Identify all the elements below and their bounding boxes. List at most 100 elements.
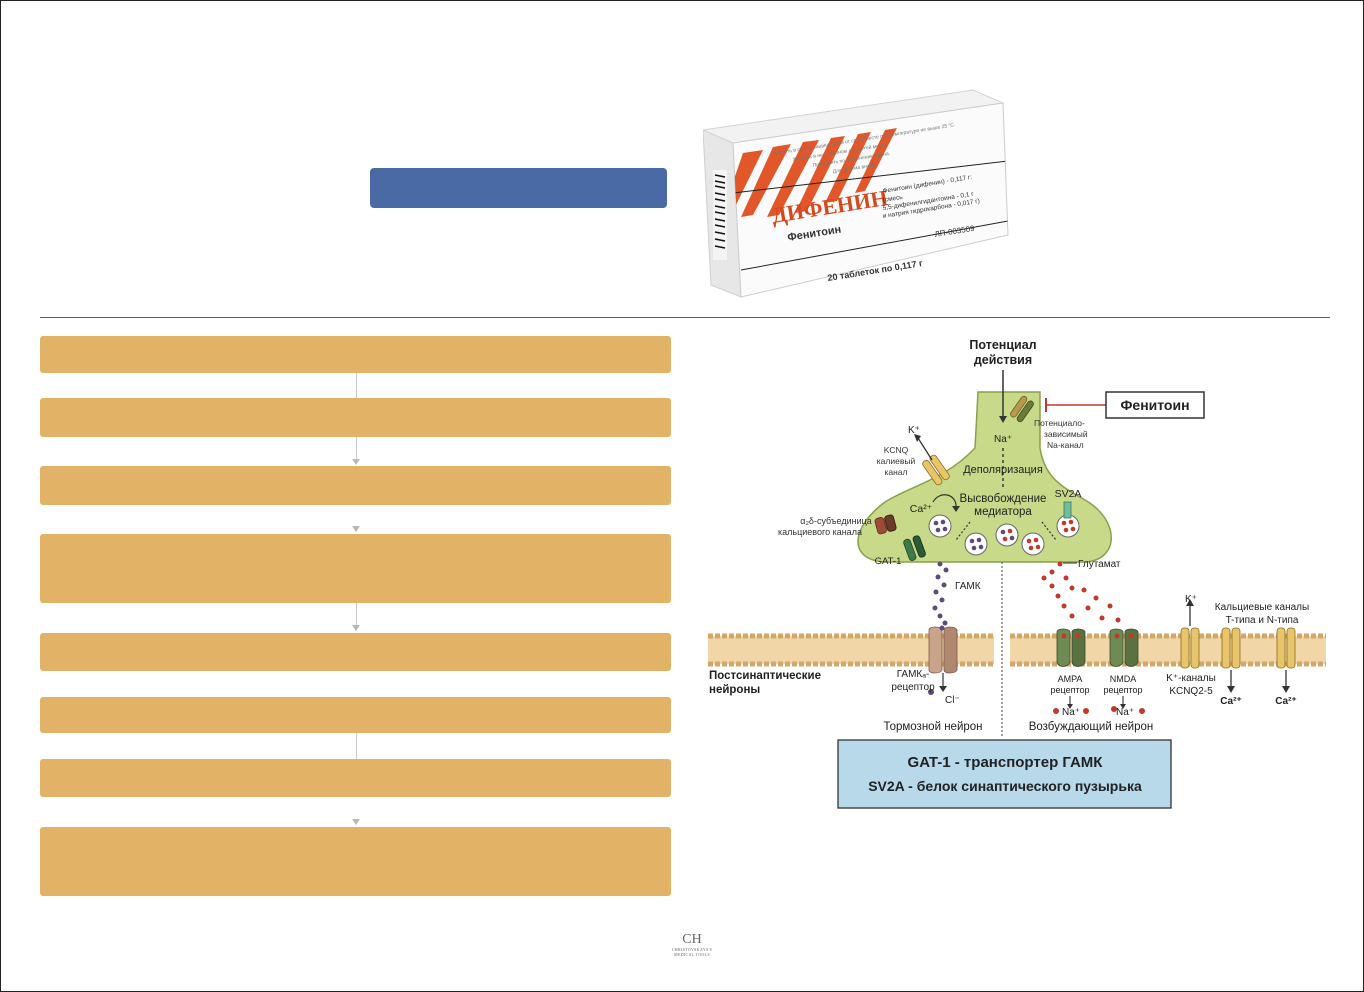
na-ion-dot xyxy=(1139,708,1145,714)
ampa-label: AMPA xyxy=(1058,674,1083,684)
release-label: Высвобождение xyxy=(960,493,1047,505)
ca-ion-label: Ca²⁺ xyxy=(910,503,933,515)
flow-connector xyxy=(356,437,357,459)
na-plus-label: Na⁺ xyxy=(1116,707,1134,718)
vesicle-gaba xyxy=(964,532,988,556)
excitatory-neuron-label: Возбуждающий нейрон xyxy=(1029,721,1154,733)
arrowhead xyxy=(1186,599,1194,606)
ca-channels-label: T-типа и N-типа xyxy=(1226,615,1299,626)
glutamate-label: Глутамат xyxy=(1078,559,1121,570)
ca-channels-label: Кальциевые каналы xyxy=(1215,602,1309,613)
na-channel-label: Na-канал xyxy=(1047,440,1084,450)
cl-ion-dot xyxy=(928,689,934,695)
k-channels-label: K⁺-каналы xyxy=(1166,673,1216,684)
flow-arrow xyxy=(352,819,360,825)
na-ion-dot xyxy=(1053,708,1059,714)
na-plus-label: Na⁺ xyxy=(1062,707,1080,718)
vesicle-gaba xyxy=(928,514,952,538)
nmda-label: рецептор xyxy=(1104,685,1143,695)
ca-plus-label: Ca²⁺ xyxy=(1275,696,1296,707)
na-channel-icon xyxy=(1010,395,1034,423)
flow-connector xyxy=(356,733,357,759)
flow-step-5 xyxy=(40,633,671,671)
phenytoin-box xyxy=(1105,391,1205,419)
flow-arrow xyxy=(352,625,360,631)
sv2a-label: SV2A xyxy=(1055,488,1082,500)
presynaptic-terminal xyxy=(857,391,1112,563)
arrowhead xyxy=(1227,686,1235,693)
kcnq-label: калиевый xyxy=(877,456,916,466)
arrowhead xyxy=(1120,704,1126,709)
flow-step-7 xyxy=(40,759,671,797)
flow-step-3 xyxy=(40,466,671,505)
postsynaptic-label: Постсинаптические xyxy=(709,670,821,682)
brand-logo: CH CHRISTOVSKAYA'S MEDICAL TOOLS xyxy=(665,932,719,958)
vesicle-gaba xyxy=(995,523,1019,547)
gaba-receptor-label: рецептор xyxy=(891,682,935,693)
ca-channel-t-icon xyxy=(1221,627,1241,669)
depolarization-label: Деполяризация xyxy=(963,464,1043,476)
release-label: медиатора xyxy=(974,506,1032,518)
k-right-label: K⁺ xyxy=(1185,594,1197,605)
kcnq-label: канал xyxy=(884,467,907,477)
nmda-receptor-icon xyxy=(1109,628,1139,667)
gaba-a-receptor-icon xyxy=(928,625,958,674)
product-box-image: ДИФЕНИН Фенитоин Фенитоин (дифенин) - 0,… xyxy=(703,89,1009,298)
flow-step-6 xyxy=(40,697,671,733)
na-channel-label: зависимый xyxy=(1044,429,1088,439)
gaba-label: ГАМК xyxy=(955,581,981,592)
k-channels-label: KCNQ2-5 xyxy=(1169,686,1213,697)
gaba-receptor-label: ГАМКₐ- xyxy=(897,669,930,680)
kcnq-channel-icon xyxy=(922,454,950,486)
title-bar xyxy=(370,168,667,208)
ca-plus-label: Ca²⁺ xyxy=(1220,696,1241,707)
k-efflux-arrow xyxy=(917,437,933,461)
arrowhead xyxy=(952,506,960,512)
flow-step-1 xyxy=(40,336,671,373)
a2d-subunit-icon xyxy=(874,514,897,535)
a2d-label: α₂δ-субъединица xyxy=(800,516,872,526)
action-potential-label: действия xyxy=(974,353,1032,367)
sv2a-icon xyxy=(1063,501,1072,519)
ampa-receptor-icon xyxy=(1056,628,1086,667)
phenytoin-label: Фенитоин xyxy=(1120,397,1189,413)
action-potential-label: Потенциал xyxy=(969,338,1036,352)
legend-sv2a: SV2A - белок синаптического пузырька xyxy=(868,778,1142,794)
logo-text: CHRISTOVSKAYA'S xyxy=(671,947,713,952)
logo-monogram: CH xyxy=(682,932,702,947)
arrowhead xyxy=(914,434,921,442)
na-ion-label: Na⁺ xyxy=(994,434,1012,445)
a2d-label: кальциевого канала xyxy=(778,527,862,537)
vesicle-glutamate xyxy=(1021,532,1045,556)
cl-label: Cl⁻ xyxy=(945,695,960,706)
ca-path xyxy=(932,494,957,507)
gat1-transporter-icon xyxy=(903,535,926,561)
vesicle-glutamate xyxy=(1056,514,1080,538)
logo-text: MEDICAL TOOLS xyxy=(674,952,710,957)
flow-arrow xyxy=(352,526,360,532)
legend-box xyxy=(837,739,1172,809)
postsynaptic-label: нейроны xyxy=(709,684,760,696)
arrowhead xyxy=(939,686,947,692)
flow-arrow xyxy=(352,459,360,465)
product-composition-line: (смесь xyxy=(882,194,904,204)
kcnq-label: KCNQ xyxy=(884,445,909,455)
na-channel-label: Потенциало- xyxy=(1034,418,1085,428)
synapse-diagram: Потенциал действия Фенитоин Потенциало- … xyxy=(708,338,1326,809)
k-ion-label: K⁺ xyxy=(908,425,920,436)
flow-step-2 xyxy=(40,398,671,437)
inhibitory-neuron-label: Тормозной нейрон xyxy=(883,721,982,733)
nmda-label: NMDA xyxy=(1110,674,1137,684)
na-ion-dot xyxy=(1083,708,1089,714)
section-divider xyxy=(40,317,1330,318)
ampa-label: рецептор xyxy=(1051,685,1090,695)
ca-channel-n-icon xyxy=(1276,627,1296,669)
flow-step-4 xyxy=(40,534,671,603)
arrowhead xyxy=(1067,704,1073,709)
gat1-label: GAT-1 xyxy=(875,556,902,567)
na-ion-dot xyxy=(1111,706,1117,712)
arrowhead xyxy=(1282,686,1290,693)
flow-connector xyxy=(356,373,357,398)
flow-step-8 xyxy=(40,827,671,896)
gaba-molecules xyxy=(932,561,949,626)
